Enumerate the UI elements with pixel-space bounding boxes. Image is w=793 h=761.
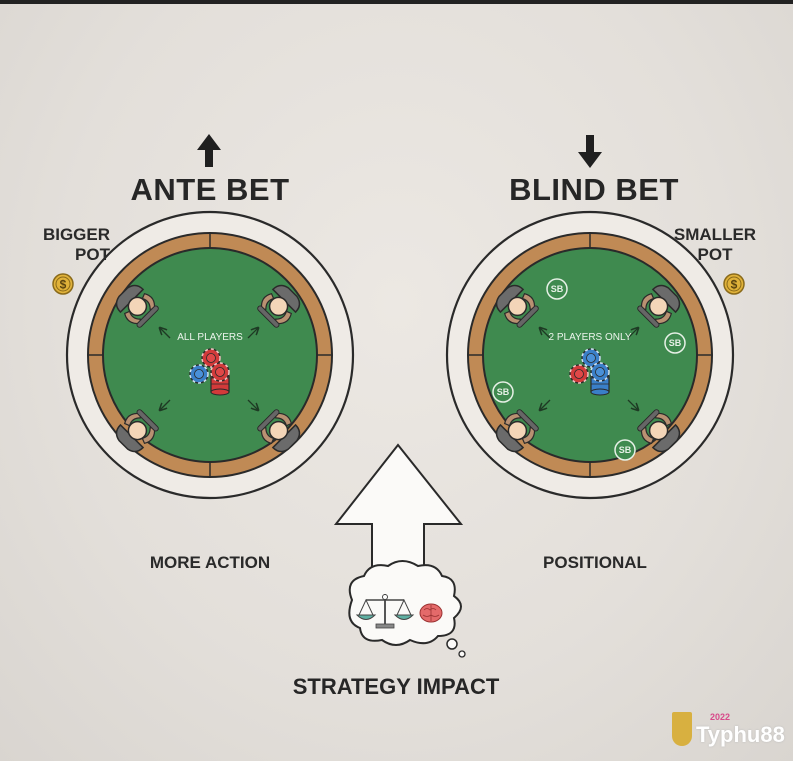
smaller-pot-label: SMALLER POT	[673, 225, 757, 264]
sb-badge-label: SB	[496, 387, 510, 397]
chip-stack	[569, 348, 610, 396]
dollar-coin-icon	[723, 273, 745, 295]
top-border	[0, 0, 793, 4]
watermark-brand: Typhu88	[696, 722, 785, 747]
ante-table	[52, 210, 355, 500]
ante-bet-title: ANTE BET	[130, 172, 290, 207]
watermark-year: 2022	[710, 712, 731, 722]
chip-stack	[189, 348, 230, 396]
sb-badge-label: SB	[618, 445, 632, 455]
up-arrow-icon	[197, 134, 221, 167]
sb-badge-label: SB	[550, 284, 564, 294]
brain-icon	[419, 603, 443, 623]
blind-table	[445, 210, 745, 500]
strategy-impact-title: STRATEGY IMPACT	[292, 674, 500, 699]
more-action-label: MORE ACTION	[149, 553, 271, 572]
all-players-label: ALL PLAYERS	[177, 332, 243, 343]
positional-label: POSITIONAL	[543, 553, 647, 572]
down-arrow-icon	[578, 135, 602, 168]
two-players-only-label: 2 PLAYERS ONLY	[548, 332, 632, 343]
bigger-pot-label: BIGGER POT	[42, 225, 110, 264]
shield-logo-icon	[672, 712, 692, 746]
thought-cloud	[348, 560, 466, 658]
blind-bet-title: BLIND BET	[509, 172, 679, 207]
balance-scale-icon	[355, 594, 415, 629]
sb-badge-label: SB	[668, 338, 682, 348]
dollar-coin-icon	[52, 273, 74, 295]
